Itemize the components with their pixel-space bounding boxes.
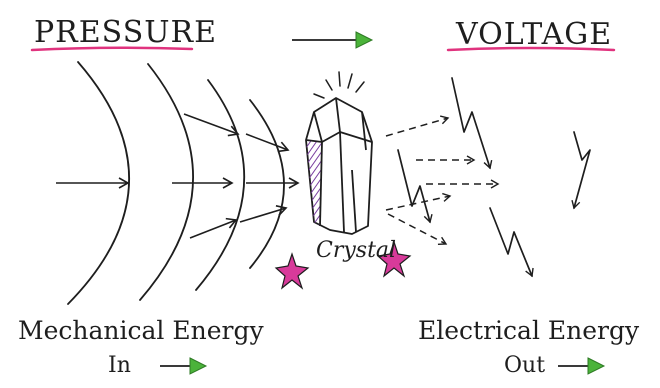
pressure-wave-3 (195, 79, 245, 291)
label-crystal: Crystal (316, 238, 397, 263)
label-electrical-energy: Electrical Energy (418, 316, 640, 345)
pressure-wave-4 (249, 99, 285, 269)
pressure-underline (30, 46, 194, 52)
crystal-body (305, 97, 373, 235)
title-voltage: VOLTAGE (456, 17, 613, 52)
out-arrow-head (587, 357, 606, 375)
in-arrow-head (189, 357, 208, 375)
label-electrical-out: Out (504, 353, 546, 378)
label-mechanical-in: In (108, 353, 131, 378)
label-mechanical-energy: Mechanical Energy (18, 316, 264, 345)
pressure-arrows (56, 113, 300, 239)
lightning-bolt-3 (571, 131, 591, 210)
star-right (376, 240, 412, 278)
title-pressure: PRESSURE (34, 15, 218, 50)
dashed-arrows (385, 115, 500, 246)
lightning-bolt-1 (451, 77, 493, 170)
sparkle-lines (313, 71, 365, 99)
lightning-bolts (397, 77, 591, 278)
lightning-bolt-4 (489, 207, 534, 278)
title-arrow-head (355, 31, 374, 49)
voltage-underline (446, 46, 616, 52)
crystal (305, 97, 373, 235)
crystal-shade (306, 140, 322, 226)
pressure-wave-2 (139, 63, 194, 301)
lightning-bolt-2 (397, 149, 433, 224)
star-left (274, 252, 310, 290)
